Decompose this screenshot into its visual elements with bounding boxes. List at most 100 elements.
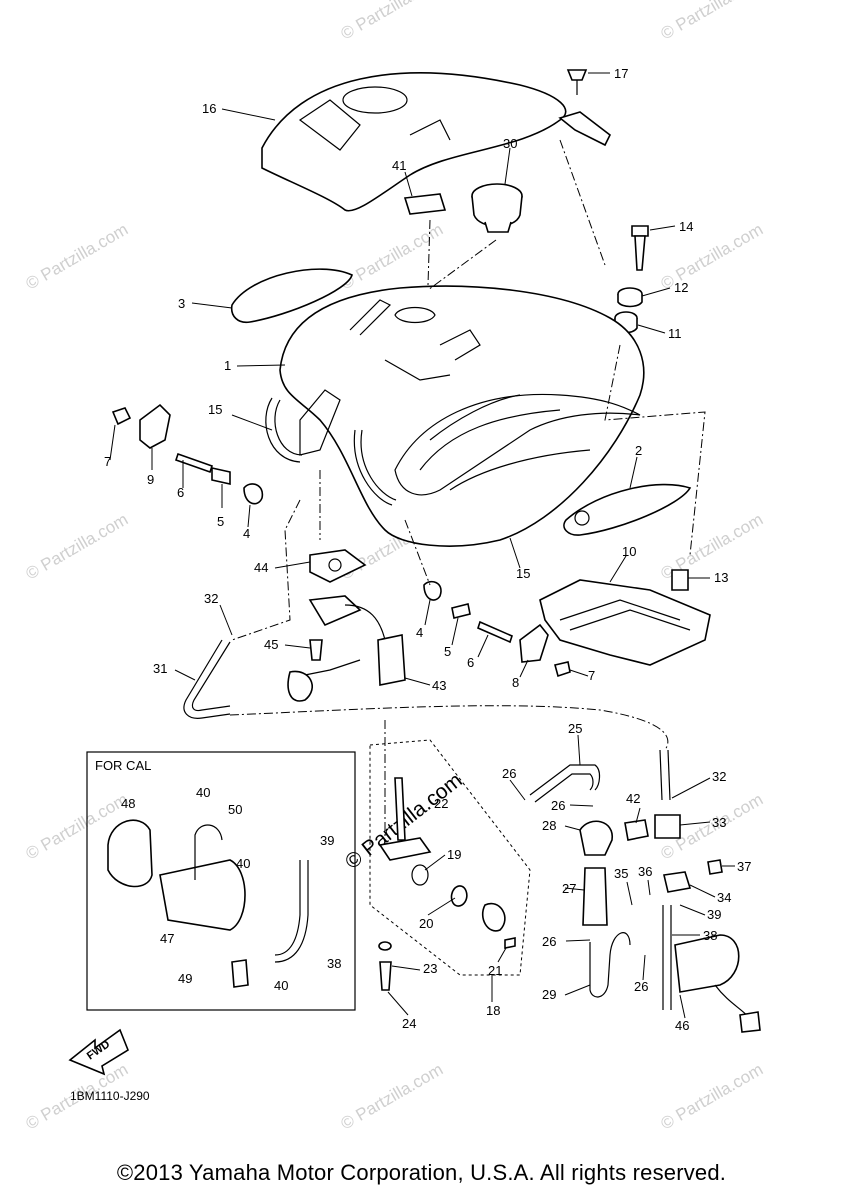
part-42-connector bbox=[624, 819, 649, 841]
callout-5b: 5 bbox=[444, 644, 451, 659]
part-43-fuel-sender bbox=[287, 595, 406, 702]
part-12-damper bbox=[617, 287, 643, 308]
callout-12: 12 bbox=[674, 280, 688, 295]
part-6-bolt bbox=[174, 452, 214, 474]
callout-1: 1 bbox=[224, 358, 231, 373]
part-8-bracket bbox=[519, 623, 549, 663]
callout-15: 15 bbox=[208, 402, 222, 417]
part-4-damper bbox=[243, 483, 264, 505]
part-31-hose bbox=[183, 639, 231, 719]
for-cal-inset: FOR CAL bbox=[86, 751, 356, 1011]
callout-4: 4 bbox=[243, 526, 250, 541]
callout-36: 36 bbox=[638, 864, 652, 879]
fwd-arrow: FWD bbox=[68, 1028, 129, 1076]
part-1-fuel-tank bbox=[279, 285, 645, 547]
callout-8: 8 bbox=[512, 675, 519, 690]
watermark-text: © Partzilla.com bbox=[23, 220, 132, 294]
part-6-bolt-right bbox=[477, 620, 513, 644]
part-9-bracket bbox=[139, 403, 171, 449]
callout-6b: 6 bbox=[467, 655, 474, 670]
copyright-notice: ©2013 Yamaha Motor Corporation, U.S.A. A… bbox=[116, 1160, 727, 1185]
callout-13: 13 bbox=[714, 570, 728, 585]
part-30-filler-cap bbox=[471, 183, 523, 233]
part-45-bolt bbox=[309, 639, 323, 661]
part-28-bracket bbox=[579, 820, 613, 856]
callout-46: 46 bbox=[675, 1018, 689, 1033]
part-5-collar bbox=[211, 467, 231, 485]
part-5-collar-right bbox=[451, 603, 471, 619]
part-15-hose bbox=[265, 397, 397, 506]
part-13-collar bbox=[671, 569, 689, 591]
part-3-pad bbox=[230, 268, 353, 324]
callout-44: 44 bbox=[254, 560, 268, 575]
part-14-bolt bbox=[631, 225, 649, 271]
callout-38: 38 bbox=[327, 956, 341, 971]
watermark-text: © Partzilla.com bbox=[338, 1060, 447, 1134]
callout-23: 23 bbox=[423, 961, 437, 976]
callout-42: 42 bbox=[626, 791, 640, 806]
callout-4b: 4 bbox=[416, 625, 423, 640]
callout-19: 19 bbox=[447, 847, 461, 862]
callout-43: 43 bbox=[432, 678, 446, 693]
callout-22: 22 bbox=[434, 796, 448, 811]
part-7-nut bbox=[111, 407, 132, 426]
callout-29: 29 bbox=[542, 987, 556, 1002]
part-10-cover bbox=[539, 579, 711, 666]
callout-30: 30 bbox=[503, 136, 517, 151]
callout-25: 25 bbox=[568, 721, 582, 736]
callout-17: 17 bbox=[614, 66, 628, 81]
callout-48: 48 bbox=[121, 796, 135, 811]
callout-40c: 40 bbox=[274, 978, 288, 993]
callout-35: 35 bbox=[614, 866, 628, 881]
callout-2: 2 bbox=[635, 443, 642, 458]
callout-10: 10 bbox=[622, 544, 636, 559]
part-37-nut bbox=[707, 859, 723, 875]
part-29-hose bbox=[589, 932, 631, 998]
diagram-code: 1BM1110-J290 bbox=[70, 1089, 150, 1103]
callout-3: 3 bbox=[178, 296, 185, 311]
callout-7b: 7 bbox=[588, 668, 595, 683]
callout-16: 16 bbox=[202, 101, 216, 116]
part-18-petcock-group bbox=[369, 739, 531, 976]
for-cal-label: FOR CAL bbox=[95, 758, 151, 773]
callout-28: 28 bbox=[542, 818, 556, 833]
callout-26d: 26 bbox=[634, 979, 648, 994]
part-4-damper-right bbox=[423, 580, 442, 601]
callout-18: 18 bbox=[486, 1003, 500, 1018]
callout-45: 45 bbox=[264, 637, 278, 652]
callout-40b: 40 bbox=[236, 856, 250, 871]
callout-41: 41 bbox=[392, 158, 406, 173]
callout-5: 5 bbox=[217, 514, 224, 529]
part-2-emblem bbox=[563, 483, 692, 536]
watermark-text: © Partzilla.com bbox=[658, 0, 767, 43]
watermark-text: © Partzilla.com bbox=[338, 0, 447, 43]
part-23-washer bbox=[378, 941, 392, 951]
part-44-gasket bbox=[309, 549, 367, 583]
callout-47: 47 bbox=[160, 931, 174, 946]
part-24-screw bbox=[379, 961, 392, 991]
callout-33: 33 bbox=[712, 815, 726, 830]
callout-26b: 26 bbox=[551, 798, 565, 813]
part-41-label bbox=[403, 193, 447, 215]
part-33-fitting bbox=[654, 814, 681, 839]
callout-24: 24 bbox=[402, 1016, 416, 1031]
callout-49: 49 bbox=[178, 971, 192, 986]
watermark-text: © Partzilla.com bbox=[338, 220, 447, 294]
callout-6: 6 bbox=[177, 485, 184, 500]
watermark-text: © Partzilla.com bbox=[23, 510, 132, 584]
callout-14: 14 bbox=[679, 219, 693, 234]
callout-37: 37 bbox=[737, 859, 751, 874]
part-46-fuel-pump bbox=[674, 934, 761, 1033]
part-34-bracket bbox=[663, 871, 692, 893]
part-27-fuel-filter bbox=[582, 867, 608, 926]
callout-leaders bbox=[109, 72, 735, 1019]
callout-39: 39 bbox=[320, 833, 334, 848]
callout-39b: 39 bbox=[707, 907, 721, 922]
callout-numbers: 17 16 30 41 14 12 11 3 1 15 7 9 6 5 4 2 … bbox=[104, 66, 751, 1033]
fuel-tank-exploded-diagram: © Partzilla.com © Partzilla.com © Partzi… bbox=[23, 0, 767, 1134]
callout-50: 50 bbox=[228, 802, 242, 817]
callout-21: 21 bbox=[488, 963, 502, 978]
callout-32: 32 bbox=[204, 591, 218, 606]
part-16-top-cover bbox=[261, 72, 567, 212]
